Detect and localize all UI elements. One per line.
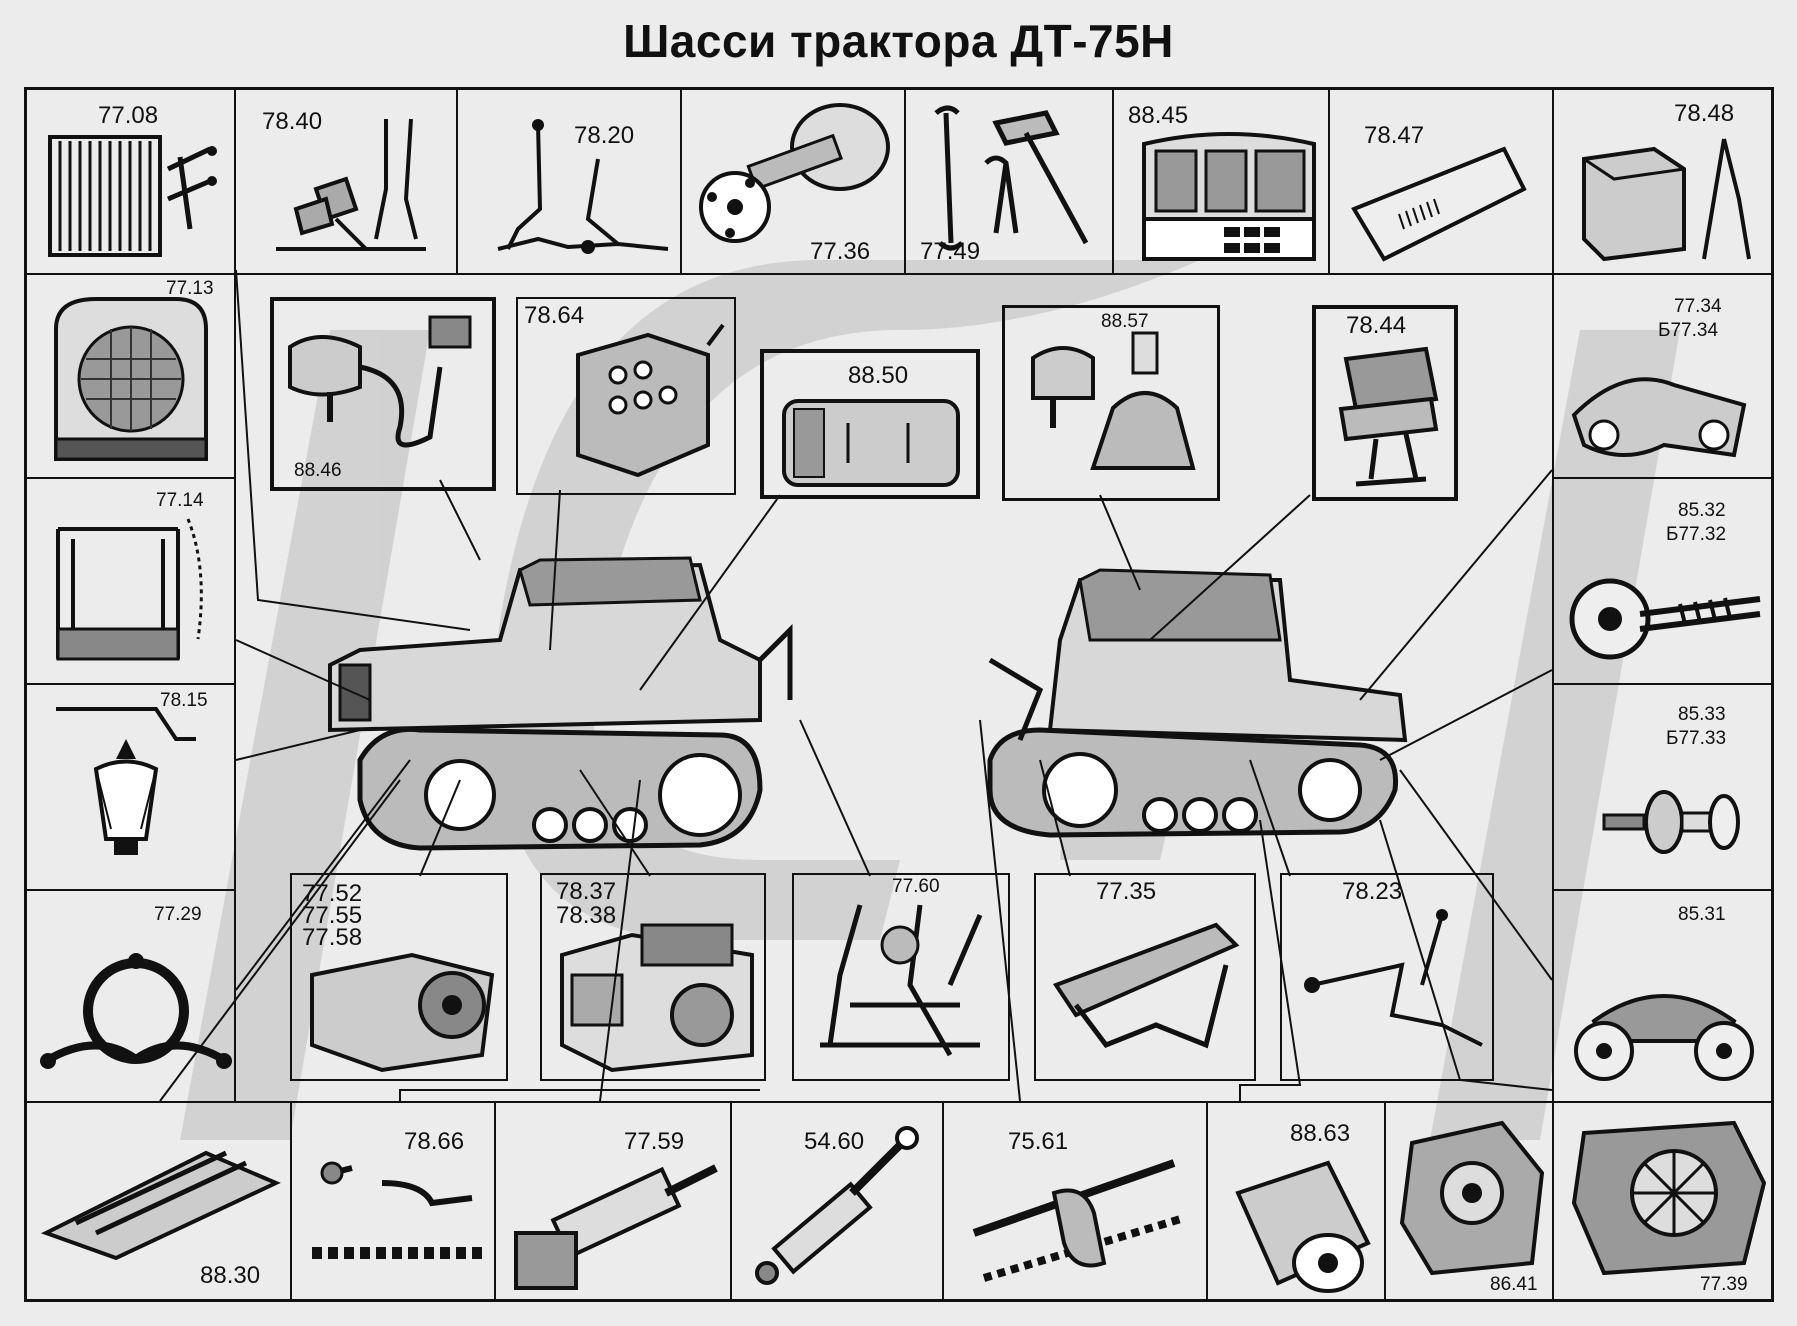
radiator-icon (54, 297, 208, 461)
filter-icon (56, 707, 196, 855)
part-cell-85-31[interactable]: 85.31 (1552, 889, 1774, 1103)
part-number: 88.63 (1290, 1120, 1351, 1147)
part-number: 54.60 (804, 1128, 865, 1155)
part-number: 78.20 (574, 122, 635, 149)
radiator-icon (48, 135, 217, 257)
clutch-housing-icon (1571, 1120, 1767, 1276)
part-cell-77-34[interactable]: 77.34 Б77.34 (1552, 273, 1774, 479)
plate-icon (1351, 146, 1527, 262)
tractor-icon (328, 556, 793, 851)
part-number: 77.60 (892, 876, 940, 897)
part-number: 86.41 (1490, 1274, 1538, 1295)
page-title: Шасси трактора ДТ-75Н (623, 15, 1174, 67)
part-cell-78-64[interactable]: 78.64 (516, 297, 736, 495)
part-cell-77-39[interactable]: 77.39 (1552, 1101, 1774, 1302)
part-number: Б77.33 (1666, 728, 1727, 749)
switch-reservoir-icon (1031, 331, 1196, 470)
part-cell-88-45[interactable]: 88.45 (1112, 87, 1330, 275)
axle-icon (1602, 790, 1740, 854)
part-cell-88-63[interactable]: 88.63 (1206, 1101, 1386, 1302)
cab-icon (1142, 132, 1316, 261)
part-number: 78.44 (1346, 312, 1407, 339)
part-cell-54-60[interactable]: 54.60 (730, 1101, 944, 1302)
part-number: 78.15 (160, 690, 208, 711)
chassis-frame-icon (40, 1150, 281, 1261)
part-number: 85.32 (1678, 500, 1726, 521)
hydraulic-distributor-icon (576, 323, 725, 478)
starter-motor-icon (1235, 1160, 1371, 1293)
part-number: Б77.32 (1666, 524, 1727, 545)
part-number: 78.64 (524, 302, 585, 329)
part-number: 77.39 (1700, 1274, 1748, 1295)
battery-icon (1582, 138, 1751, 262)
part-cell-75-61[interactable]: 75.61 (942, 1101, 1208, 1302)
hitch-linkage-icon (820, 904, 983, 1057)
frame-beam-icon (1052, 922, 1240, 1049)
tools-icon (934, 105, 1089, 251)
pedal-assembly-icon (276, 118, 426, 251)
support-roller-icon (1574, 994, 1754, 1081)
part-number: 88.57 (1101, 311, 1149, 332)
part-number: 77.13 (166, 278, 214, 299)
part-number: 78.40 (262, 108, 323, 135)
part-number: 88.30 (200, 1262, 261, 1289)
part-cell-88-50[interactable]: 88.50 (760, 349, 980, 499)
part-cell-77-59[interactable]: 77.59 (494, 1101, 732, 1302)
part-number: 77.35 (1096, 878, 1157, 905)
cylinder-rod-icon (755, 1126, 919, 1285)
part-cell-88-30[interactable]: 88.30 (24, 1101, 292, 1302)
part-cell-85-32[interactable]: 85.32 Б77.32 (1552, 477, 1774, 685)
part-cell-77-08[interactable]: 77.08 (24, 87, 236, 275)
part-cell-88-57[interactable]: 88.57 (1002, 305, 1220, 501)
part-cell-78-48[interactable]: 78.48 (1552, 87, 1774, 275)
part-number: 88.50 (848, 362, 909, 389)
part-cell-77-60[interactable]: 77.60 (792, 873, 1010, 1081)
part-cell-77-35[interactable]: 77.35 (1034, 873, 1256, 1081)
part-number: 78.47 (1364, 122, 1425, 149)
heater-icon (782, 399, 960, 487)
part-cell-78-20[interactable]: 78.20 (456, 87, 682, 275)
part-number: 77.59 (624, 1128, 685, 1155)
part-cell-86-41[interactable]: 86.41 (1384, 1101, 1554, 1302)
final-drive-icon (1399, 1120, 1545, 1276)
control-levers-icon (497, 119, 669, 254)
steering-shaft-icon (972, 1159, 1186, 1282)
part-cell-77-49[interactable]: 77.49 (904, 87, 1114, 275)
part-number: 88.45 (1128, 102, 1189, 129)
track-roller-icon (1571, 377, 1747, 458)
part-number: 85.33 (1678, 704, 1726, 725)
part-number: 77.34 (1674, 296, 1722, 317)
part-number: 78.66 (404, 1128, 465, 1155)
part-number: 85.31 (1678, 904, 1726, 925)
part-number: 77.14 (156, 490, 204, 511)
tractor-icon (987, 568, 1408, 838)
idler-wheel-icon (1569, 578, 1761, 660)
hydraulic-cylinder-icon (514, 1164, 718, 1290)
part-number: 78.48 (1674, 100, 1735, 127)
part-cell-77-13[interactable]: 77.13 (24, 273, 236, 479)
part-cell-77-36[interactable]: 77.36 (680, 87, 906, 275)
part-number: 77.36 (810, 238, 871, 265)
radiator-icon (56, 518, 203, 661)
pipe-fitting-icon (312, 1161, 482, 1259)
part-number: 77.08 (98, 102, 159, 129)
driveshaft-icon (699, 103, 890, 243)
part-number: Б77.34 (1658, 320, 1719, 341)
part-number: 75.61 (1008, 1128, 1069, 1155)
